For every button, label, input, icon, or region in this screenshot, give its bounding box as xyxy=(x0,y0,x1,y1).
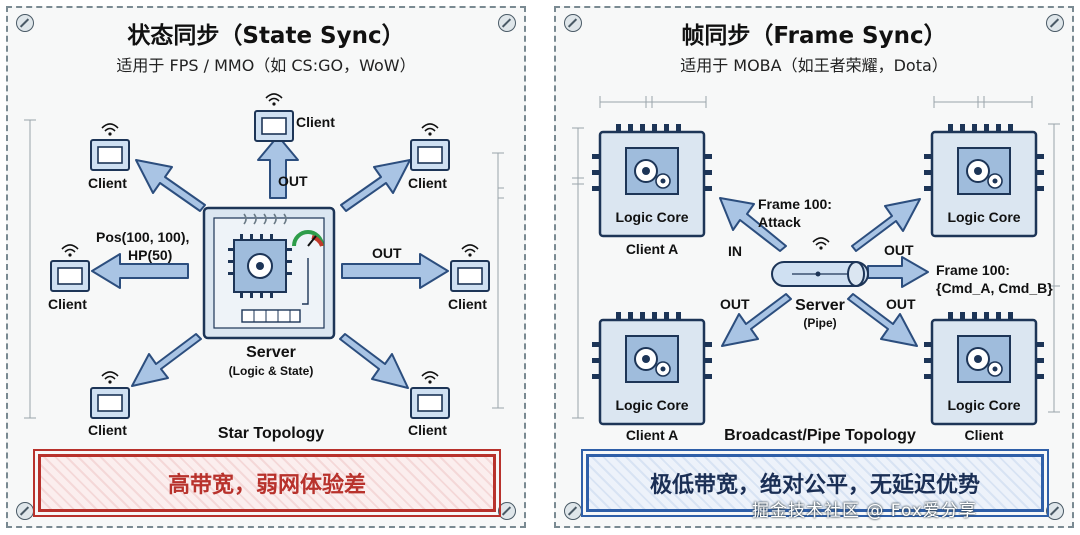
wifi-icon xyxy=(421,123,439,137)
state-sync-panel: 状态同步（State Sync） 适用于 FPS / MMO（如 CS:GO，W… xyxy=(6,6,526,528)
state-sync-title: 状态同步（State Sync） xyxy=(127,23,405,49)
frame-sync-title: 帧同步（Frame Sync） xyxy=(681,23,947,49)
frame-out-line1: Frame 100: xyxy=(936,262,1010,278)
wifi-icon xyxy=(101,123,119,137)
logic-core-label: Logic Core xyxy=(947,397,1020,413)
dimension-lines xyxy=(24,119,504,419)
payload-label-line2: HP(50) xyxy=(128,247,172,263)
out-label: OUT xyxy=(720,296,750,312)
client-label: Client xyxy=(965,427,1004,443)
dimension-lines xyxy=(572,96,1060,419)
arrow-out-upper-right xyxy=(851,198,921,252)
logic-core-label: Logic Core xyxy=(947,209,1020,225)
state-sync-banner: 高带宽，弱网体验差 xyxy=(33,449,501,517)
in-label: IN xyxy=(728,243,742,259)
screw-icon xyxy=(564,14,582,32)
wifi-icon xyxy=(101,371,119,385)
star-topology-diagram: Client Client Client Client Client Clien… xyxy=(24,93,504,442)
arrow-out-right xyxy=(867,256,929,288)
client-top xyxy=(254,93,294,142)
out-label: OUT xyxy=(884,242,914,258)
arrow-up xyxy=(257,135,299,199)
frame-sync-subtitle: 适用于 MOBA（如王者荣耀，Dota） xyxy=(680,56,948,75)
arrow-left xyxy=(91,253,189,289)
client-label: Client xyxy=(48,296,87,312)
client-label: Client xyxy=(88,175,127,191)
out-label: OUT xyxy=(886,296,916,312)
watermark: 掘金技术社区 @ Fox爱分享 xyxy=(752,501,977,521)
arrow-out-lower-right xyxy=(847,293,918,347)
client-label: Client xyxy=(296,114,335,130)
wifi-icon xyxy=(61,244,79,258)
screw-icon xyxy=(564,502,582,520)
arrow-in xyxy=(719,197,787,252)
client-monitor-icon xyxy=(410,139,450,171)
screw-icon xyxy=(498,502,516,520)
wifi-icon xyxy=(265,93,283,107)
client-monitor-icon xyxy=(254,110,294,142)
arrow-lower-left xyxy=(131,333,202,387)
client-label: Client xyxy=(88,422,127,438)
server-sublabel: (Logic & State) xyxy=(229,364,314,378)
out-label: OUT xyxy=(278,173,308,189)
client-upper-left xyxy=(90,123,130,171)
server-label: Server xyxy=(795,297,845,314)
client-lower-right xyxy=(410,371,450,419)
client-upper-right xyxy=(410,123,450,171)
client-monitor-icon xyxy=(50,260,90,292)
logic-core-label: Logic Core xyxy=(615,397,688,413)
screw-icon xyxy=(1046,502,1064,520)
pipe-server xyxy=(771,237,869,287)
frame-out-line2: {Cmd_A, Cmd_B} xyxy=(936,280,1053,296)
client-label: Client xyxy=(408,175,447,191)
arrow-upper-left xyxy=(135,159,206,212)
wifi-icon xyxy=(421,371,439,385)
client-monitor-icon xyxy=(410,387,450,419)
screw-icon xyxy=(498,14,516,32)
client-label: Client xyxy=(408,422,447,438)
frame-sync-panel: 帧同步（Frame Sync） 适用于 MOBA（如王者荣耀，Dota） xyxy=(554,6,1074,528)
client-monitor-icon xyxy=(450,260,490,292)
client-lower-left xyxy=(90,371,130,419)
logic-core-label: Logic Core xyxy=(615,209,688,225)
wifi-icon xyxy=(461,244,479,258)
server-sublabel: (Pipe) xyxy=(803,316,836,330)
frame-in-line2: Attack xyxy=(758,214,801,230)
client-monitor-icon xyxy=(90,387,130,419)
payload-label-line1: Pos(100, 100), xyxy=(96,229,189,245)
wifi-icon xyxy=(812,237,830,251)
arrow-out-lower-left xyxy=(721,293,792,347)
arrow-lower-right xyxy=(339,333,409,389)
server-chip xyxy=(202,206,336,340)
frame-sync-banner: 极低带宽，绝对公平，无延迟优势 xyxy=(581,449,1049,517)
client-label: Client xyxy=(448,296,487,312)
frame-in-line1: Frame 100: xyxy=(758,196,832,212)
screw-icon xyxy=(16,14,34,32)
server-label: Server xyxy=(246,344,296,361)
client-a-label: Client A xyxy=(626,241,678,257)
client-left xyxy=(50,244,90,292)
server-arrows xyxy=(91,135,449,389)
topology-label: Star Topology xyxy=(218,425,324,442)
topology-label: Broadcast/Pipe Topology xyxy=(724,427,916,444)
client-right xyxy=(450,244,490,292)
client-monitor-icon xyxy=(90,139,130,171)
pipe-arrows xyxy=(719,197,929,347)
pipe-topology-diagram: Logic Core Logic Core Logic Core Logic C… xyxy=(572,96,1060,444)
arrow-upper-right xyxy=(340,159,411,212)
screw-icon xyxy=(16,502,34,520)
client-a-label: Client A xyxy=(626,427,678,443)
state-sync-subtitle: 适用于 FPS / MMO（如 CS:GO，WoW） xyxy=(116,56,416,75)
out-label: OUT xyxy=(372,245,402,261)
screw-icon xyxy=(1046,14,1064,32)
arrow-right xyxy=(341,253,449,289)
